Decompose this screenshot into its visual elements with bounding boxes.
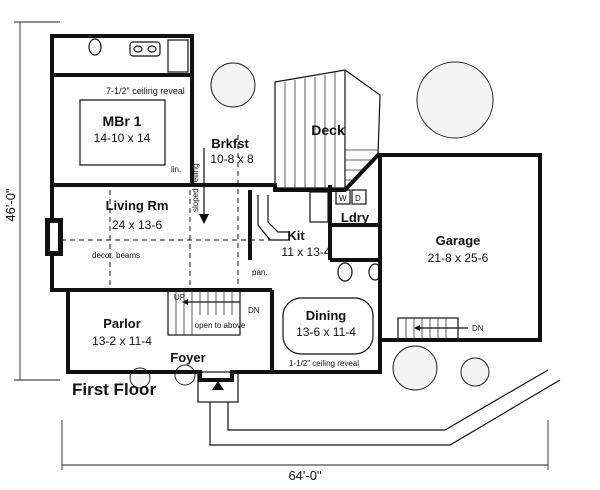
powder-room-fixtures [337, 262, 382, 282]
dryer-label: D [355, 194, 361, 203]
fireplace [45, 218, 63, 256]
master-bath-fixtures [88, 38, 189, 73]
stair-up-label: UP [174, 293, 185, 302]
kit-name: Kit [287, 228, 305, 243]
stair-down-label: DN [248, 306, 260, 315]
parlor-name: Parlor [103, 316, 141, 331]
pantry-label: pan. [252, 268, 268, 277]
garage-size: 21-8 x 25-6 [428, 251, 489, 265]
washer-label: W [339, 194, 347, 203]
depth-dimension-label: 46'-0" [3, 188, 18, 222]
dining-size: 13-6 x 11-4 [296, 325, 356, 339]
dining-ceiling-note: 1-1/2" ceiling reveal [289, 359, 359, 368]
brkfst-name: Brkfst [211, 136, 249, 151]
stair-arrows [182, 299, 468, 331]
foyer-name: Foyer [170, 350, 205, 365]
decorative-beams [52, 135, 270, 288]
living-name: Living Rm [106, 198, 169, 213]
open-above-label: open to above [195, 321, 246, 330]
sloped-ceiling-note: sloped ceiling [191, 164, 200, 212]
walkway [209, 369, 561, 446]
exterior-walls [50, 34, 542, 382]
ldry-name: Ldry [341, 210, 370, 225]
linen-label: lin. [171, 165, 181, 174]
mbr-name: MBr 1 [103, 113, 142, 129]
parlor-size: 13-2 x 11-4 [92, 334, 152, 348]
ceiling-reveal-dining [282, 297, 374, 355]
washer [335, 189, 351, 205]
living-size: 24 x 13-6 [112, 218, 162, 232]
mbr-ceiling-note: 7-1/2" ceiling reveal [106, 86, 185, 96]
kitchen-counters [257, 191, 329, 241]
dryer [351, 189, 367, 205]
kit-size: 11 x 13-4 [281, 245, 330, 259]
floor-title: First Floor [72, 380, 156, 399]
garage-name: Garage [436, 233, 481, 248]
dining-name: Dining [306, 308, 346, 323]
landscaping [129, 61, 494, 391]
brkfst-size: 10-8 x 8 [210, 152, 254, 166]
depth-dimension-line [14, 21, 60, 381]
garage-down-label: DN [472, 324, 484, 333]
sloped-ceiling-arrow [199, 148, 209, 224]
ceiling-reveal-mbr [79, 99, 166, 166]
width-dimension-line [61, 420, 549, 470]
mbr-size: 14-10 x 14 [94, 131, 151, 145]
entry-porch [197, 371, 239, 403]
width-dimension-label: 64'-0" [288, 468, 322, 483]
garage-steps [397, 317, 459, 341]
deck-name: Deck [311, 122, 345, 138]
beams-note: decor. beams [92, 251, 140, 260]
